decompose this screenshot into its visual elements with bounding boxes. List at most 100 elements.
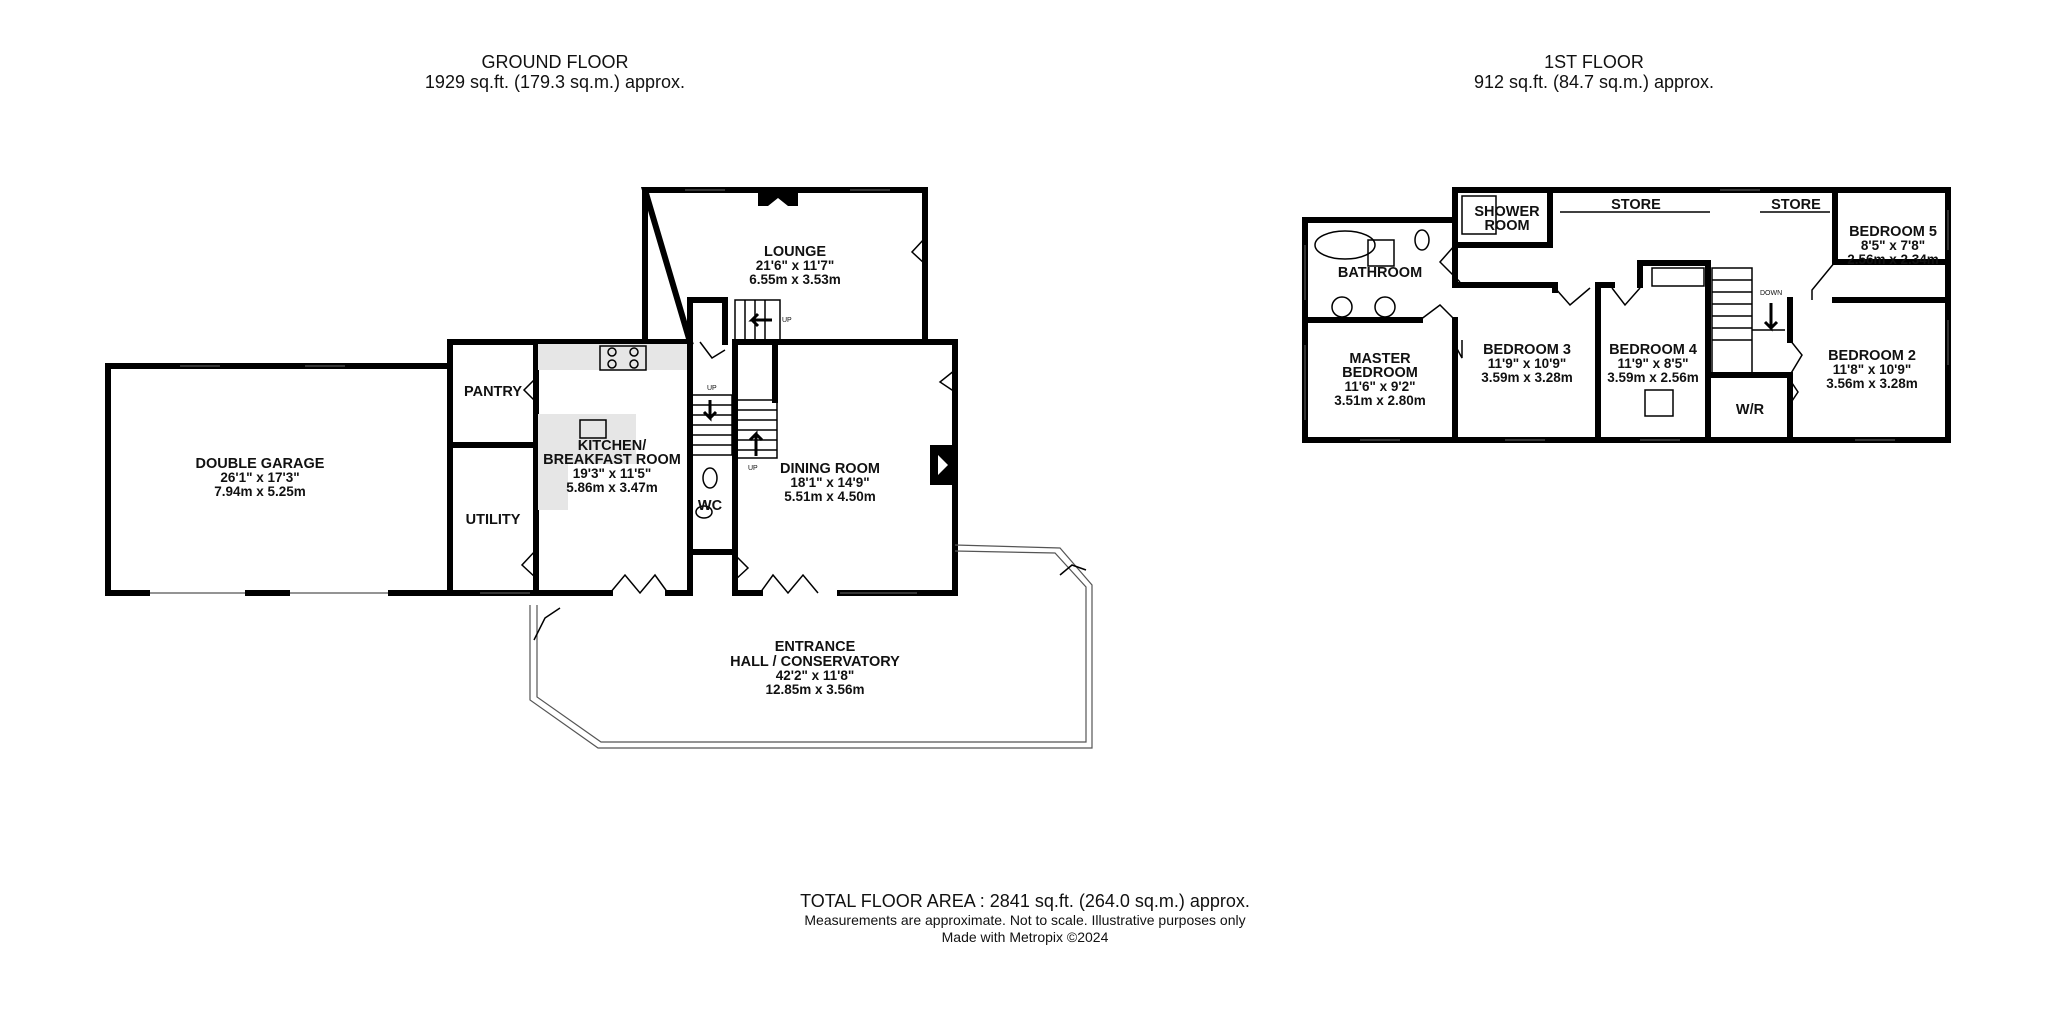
fireplace-dining-opening: [938, 455, 948, 475]
bathroom-door: [1419, 304, 1456, 321]
svg-text:BREAKFAST ROOM: BREAKFAST ROOM: [543, 452, 681, 468]
disclaimer: Measurements are approximate. Not to sca…: [804, 912, 1246, 928]
conservatory-side-door: [1059, 564, 1087, 576]
bathroom-toilet-icon: [1414, 229, 1430, 251]
core-north-wall: [687, 297, 728, 345]
ground-floor-plan: UP UP UP: [105, 187, 1093, 749]
footer: TOTAL FLOOR AREA : 2841 sq.ft. (264.0 sq…: [650, 890, 1400, 946]
core-door: [699, 341, 726, 359]
conservatory-outline: [529, 544, 1093, 749]
svg-text:BEDROOM 5: BEDROOM 5: [1849, 224, 1937, 240]
stair-label-up-3: UP: [782, 317, 792, 324]
room-shower: SHOWER ROOM: [1474, 204, 1540, 234]
total-floor-area: TOTAL FLOOR AREA : 2841 sq.ft. (264.0 sq…: [800, 891, 1250, 911]
room-master-bedroom: MASTER BEDROOM 11'6" x 9'2" 3.51m x 2.80…: [1334, 351, 1426, 408]
svg-text:42'2" x 11'8": 42'2" x 11'8": [776, 668, 855, 683]
shower-icon: [1367, 239, 1395, 267]
conservatory-inner: [536, 550, 1087, 743]
ground-floor-title: GROUND FLOOR: [481, 52, 629, 72]
svg-text:ROOM: ROOM: [1484, 218, 1529, 234]
first-floor-area: 912 sq.ft. (84.7 sq.m.) approx.: [1473, 72, 1715, 92]
svg-text:6.55m x 3.53m: 6.55m x 3.53m: [749, 272, 841, 287]
ground-floor-heading: GROUND FLOOR 1929 sq.ft. (179.3 sq.m.) a…: [395, 52, 715, 92]
room-bedroom-3: BEDROOM 3 11'9" x 10'9" 3.59m x 3.28m: [1481, 342, 1573, 385]
wc-basin-icon: [695, 505, 713, 519]
stair-label-up-2: UP: [748, 465, 758, 472]
svg-text:KITCHEN/: KITCHEN/: [578, 438, 646, 454]
bedroom4-cupboard: [1651, 267, 1705, 287]
room-store-1: STORE: [1611, 197, 1661, 213]
fireplace-opening: [768, 198, 788, 206]
svg-text:3.56m x 3.28m: 3.56m x 3.28m: [1826, 376, 1918, 391]
stair-label-down: DOWN: [1760, 290, 1782, 297]
room-labels: LOUNGE 21'6" x 11'7" 6.55m x 3.53m DOUBL…: [196, 197, 1939, 697]
svg-text:BEDROOM 2: BEDROOM 2: [1828, 348, 1916, 364]
first-floor-title: 1ST FLOOR: [1544, 52, 1644, 72]
landing-door-bath: [1438, 244, 1461, 283]
dining-french-doors: [759, 573, 819, 595]
stair-arrow-down-ff: [1763, 303, 1779, 332]
hob-icon: [599, 345, 647, 371]
room-lounge: LOUNGE 21'6" x 11'7" 6.55m x 3.53m: [749, 244, 841, 287]
stair-label-up-1: UP: [707, 385, 717, 392]
conservatory-door: [533, 607, 561, 641]
sink-icon: [579, 419, 607, 439]
dining-door: [938, 369, 956, 393]
bedroom2-door: [1789, 339, 1803, 376]
master-door: [1454, 340, 1463, 359]
svg-text:18'1" x 14'9": 18'1" x 14'9": [790, 475, 869, 490]
room-store-2: STORE: [1771, 197, 1821, 213]
kitchen-island: [538, 414, 636, 464]
svg-text:11'6" x 9'2": 11'6" x 9'2": [1344, 379, 1415, 394]
svg-text:5.86m x 3.47m: 5.86m x 3.47m: [566, 480, 658, 495]
bedroom4-basin-icon: [1644, 389, 1674, 417]
kitchen-worktop-west: [538, 464, 568, 510]
bedroom4-door: [1611, 287, 1641, 307]
svg-text:11'9" x 10'9": 11'9" x 10'9": [1488, 356, 1567, 371]
svg-text:7.94m x 5.25m: 7.94m x 5.25m: [214, 484, 306, 499]
bedroom3-door: [1554, 287, 1591, 307]
kitchen-french-doors: [609, 573, 669, 595]
bath-icon: [1314, 230, 1376, 260]
svg-text:BEDROOM 3: BEDROOM 3: [1483, 342, 1571, 358]
room-utility: UTILITY: [466, 512, 521, 528]
svg-text:DOUBLE GARAGE: DOUBLE GARAGE: [196, 456, 325, 472]
svg-text:19'3" x 11'5": 19'3" x 11'5": [573, 466, 652, 481]
svg-text:3.59m x 3.28m: 3.59m x 3.28m: [1481, 370, 1573, 385]
stair-arrow-up-1: [748, 430, 764, 456]
bedroom5-door: [1811, 261, 1836, 300]
svg-text:DINING ROOM: DINING ROOM: [780, 461, 880, 477]
room-bathroom: BATHROOM: [1338, 265, 1422, 281]
svg-text:SHOWER: SHOWER: [1474, 204, 1540, 220]
utility-door: [520, 549, 537, 579]
lounge-walls: [640, 187, 928, 346]
first-floor-plan: DOWN: [1302, 187, 1951, 443]
svg-text:21'6" x 11'7": 21'6" x 11'7": [756, 258, 835, 273]
bedroom3-north-wall: [1452, 282, 1558, 293]
credit: Made with Metropix ©2024: [941, 929, 1109, 945]
pantry-utility-west-wall: [447, 339, 533, 596]
wc-toilet-icon: [702, 467, 718, 489]
shower-tray-icon: [1461, 195, 1497, 235]
wr-door: [1789, 379, 1799, 405]
svg-text:3.51m x 2.80m: 3.51m x 2.80m: [1334, 393, 1426, 408]
svg-text:12.85m x 3.56m: 12.85m x 3.56m: [765, 682, 864, 697]
lounge-door: [910, 237, 926, 265]
room-bedroom-4: BEDROOM 4 11'9" x 8'5" 3.59m x 2.56m: [1607, 342, 1699, 385]
room-kitchen: KITCHEN/ BREAKFAST ROOM 19'3" x 11'5" 5.…: [543, 438, 681, 495]
stair-arrow-down-1: [702, 400, 718, 422]
svg-text:BEDROOM 4: BEDROOM 4: [1609, 342, 1697, 358]
svg-text:3.59m x 2.56m: 3.59m x 2.56m: [1607, 370, 1699, 385]
stair-arrow-lounge: [748, 312, 772, 328]
svg-text:ENTRANCE: ENTRANCE: [775, 639, 856, 655]
room-double-garage: DOUBLE GARAGE 26'1" x 17'3" 7.94m x 5.25…: [196, 456, 325, 499]
room-wc: WC: [698, 498, 723, 514]
first-floor-staircase: [1711, 267, 1785, 374]
svg-text:MASTER: MASTER: [1349, 351, 1411, 367]
svg-text:5.51m x 4.50m: 5.51m x 4.50m: [784, 489, 876, 504]
pantry-door: [522, 377, 537, 403]
room-entrance-hall: ENTRANCE HALL / CONSERVATORY 42'2" x 11'…: [730, 639, 900, 697]
room-wr: W/R: [1736, 402, 1765, 418]
wc-door: [734, 554, 750, 581]
